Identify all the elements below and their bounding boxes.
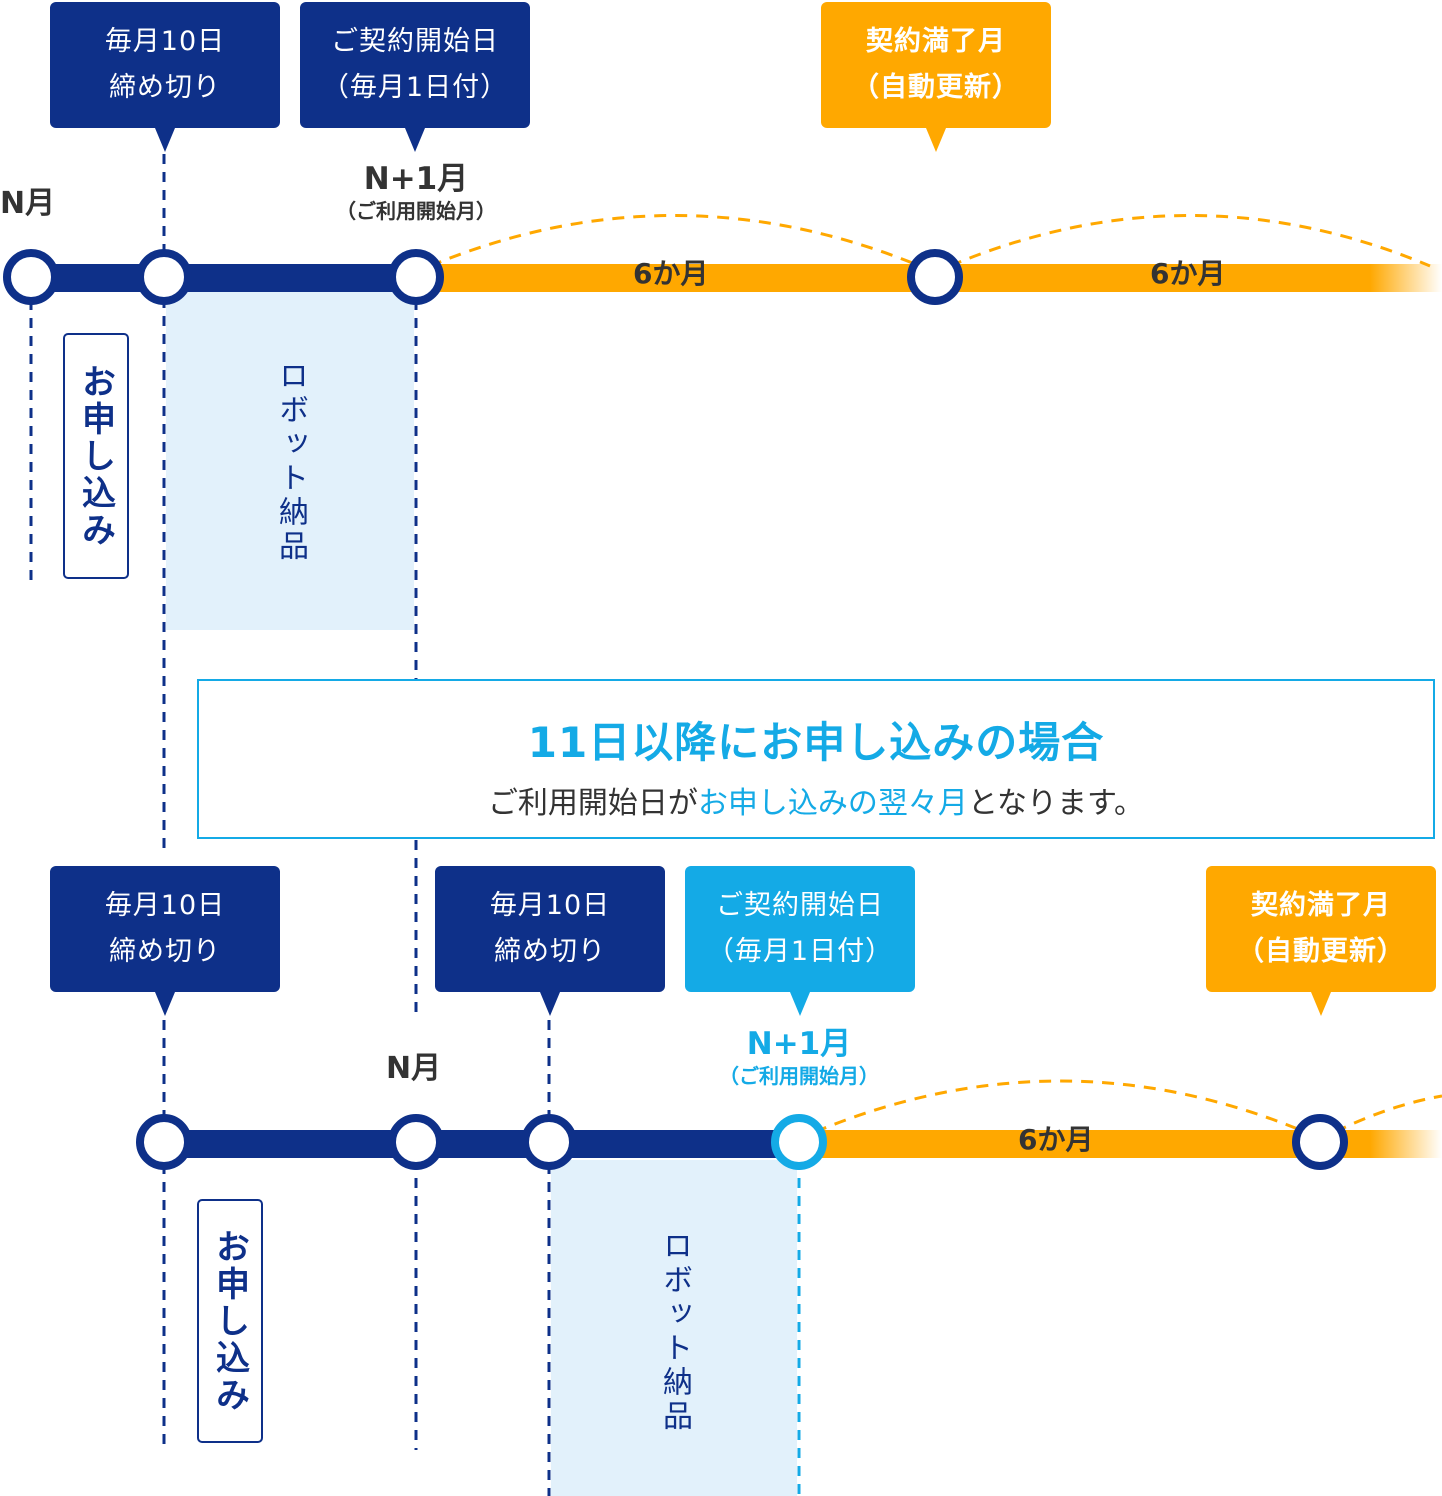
notice-box: 11日以降にお申し込みの場合 ご利用開始日がお申し込みの翌々月となります。 (197, 679, 1435, 839)
bar-orange-top (416, 264, 1370, 292)
callout-expiry-top-line1: 契約満了月 (866, 26, 1006, 57)
callout-start-bottom-line2: （毎月1日付） (706, 936, 894, 967)
apply-label-top: お申し込み (63, 333, 129, 579)
notice-subtitle: ご利用開始日がお申し込みの翌々月となります。 (199, 778, 1433, 822)
apply-label-bottom: お申し込み (197, 1199, 263, 1443)
node-deadline2-bottom (521, 1114, 577, 1170)
callout-deadline-top: 毎月10日 締め切り (50, 2, 280, 152)
notice-sub-before: ご利用開始日が (487, 786, 698, 821)
period-label-1-bottom: 6か月 (1018, 1123, 1094, 1156)
callout-expiry-bottom-line1: 契約満了月 (1251, 890, 1391, 921)
arc-period-2-top (949, 214, 1431, 268)
node-start-top (388, 249, 444, 305)
month-label-n1-top-main: N+1月 (363, 161, 469, 197)
node-n-month-top (3, 249, 59, 305)
callout-start-bottom: ご契約開始日 （毎月1日付） (685, 866, 915, 1016)
month-label-n-bottom: N月 (386, 1051, 442, 1086)
notice-sub-highlight: お申し込みの翌々月 (697, 786, 968, 821)
callout-deadline-top-line1: 毎月10日 (104, 26, 226, 57)
bar-orange-fade-top (1370, 264, 1442, 292)
node-start-bottom (771, 1114, 827, 1170)
bar-orange-fade-bottom (1370, 1130, 1442, 1158)
callout-deadline2-bottom-line2: 締め切り (494, 936, 606, 967)
node-expiry-top (907, 249, 963, 305)
bar-navy-bottom (164, 1130, 799, 1158)
bar-orange-bottom (799, 1130, 1370, 1158)
callout-deadline1-bottom-line2: 締め切り (109, 936, 221, 967)
node-apply-bottom (136, 1114, 192, 1170)
callout-start-bottom-line1: ご契約開始日 (716, 890, 884, 921)
month-label-n1-bottom-sub: （ご利用開始月） (719, 1064, 879, 1088)
month-label-n1-top-sub: （ご利用開始月） (336, 199, 496, 223)
arc-period-1-top (429, 214, 921, 268)
callout-deadline1-bottom: 毎月10日 締め切り (50, 866, 280, 1016)
node-n-month-bottom (388, 1114, 444, 1170)
robot-delivery-area-bottom: ロボット納品 (551, 1160, 797, 1496)
callout-deadline2-bottom: 毎月10日 締め切り (435, 866, 665, 1016)
callout-start-top-line2: （毎月1日付） (321, 72, 509, 103)
callout-expiry-top: 契約満了月 （自動更新） (821, 2, 1051, 152)
callout-start-top-line1: ご契約開始日 (331, 26, 499, 57)
robot-delivery-label-top: ロボット納品 (273, 360, 308, 564)
callout-deadline2-bottom-line1: 毎月10日 (489, 890, 611, 921)
period-label-2-top: 6か月 (1150, 257, 1226, 290)
robot-delivery-area-top: ロボット納品 (166, 290, 414, 630)
bar-navy-top (31, 264, 416, 292)
arc-period-2-bottom (1334, 1094, 1442, 1134)
notice-sub-after: となります。 (967, 786, 1145, 821)
month-label-n1-top: N+1月 （ご利用開始月） (306, 160, 526, 224)
robot-delivery-label-bottom: ロボット納品 (657, 1230, 692, 1434)
month-label-n1-bottom: N+1月 （ご利用開始月） (689, 1025, 909, 1089)
node-deadline-top (136, 249, 192, 305)
callout-deadline-top-line2: 締め切り (109, 72, 221, 103)
notice-title: 11日以降にお申し込みの場合 (527, 718, 1105, 767)
callout-deadline1-bottom-line1: 毎月10日 (104, 890, 226, 921)
callout-expiry-top-line2: （自動更新） (852, 72, 1020, 103)
node-expiry-bottom (1292, 1114, 1348, 1170)
month-label-n-top: N月 (0, 186, 56, 221)
period-label-1-top: 6か月 (633, 257, 709, 290)
callout-expiry-bottom-line2: （自動更新） (1237, 936, 1405, 967)
month-label-n1-bottom-main: N+1月 (746, 1026, 852, 1062)
callout-expiry-bottom: 契約満了月 （自動更新） (1206, 866, 1436, 1016)
callout-start-top: ご契約開始日 （毎月1日付） (300, 2, 530, 152)
arc-period-1-bottom (814, 1079, 1306, 1134)
